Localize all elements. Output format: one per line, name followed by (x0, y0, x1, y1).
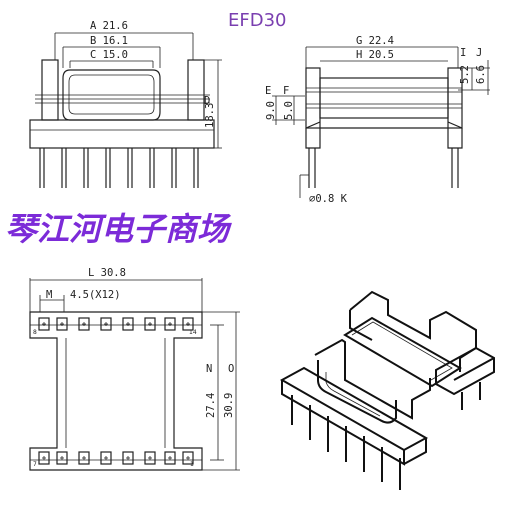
dim-M: M (46, 289, 52, 301)
pin-label-8: 8 (33, 329, 37, 336)
dim-D-value: 18.3 (204, 103, 216, 128)
dim-J-value: 6.6 (475, 65, 487, 84)
dim-O-value: 30.9 (223, 393, 235, 418)
dim-E-value: 9.0 (265, 101, 277, 120)
dim-L: L 30.8 (88, 267, 126, 279)
dim-O: O (228, 363, 234, 375)
dim-I: I (460, 47, 466, 59)
dim-N-value: 27.4 (205, 393, 217, 418)
title-label: EFD30 (228, 10, 287, 31)
front-view: A 21.6 B 16.1 C 15.0 (29, 20, 222, 188)
side-view: G 22.4 H 20.5 I J 5.2 6.6 E F 9.0 5.0 (265, 35, 490, 205)
dim-J: J (476, 47, 482, 59)
dim-D: D (204, 95, 210, 107)
dim-F-value: 5.0 (283, 101, 295, 120)
dim-G: G 22.4 (356, 35, 394, 47)
isometric-view (279, 290, 495, 490)
pin-label-14: 14 (189, 329, 197, 336)
pin-label-7: 7 (33, 461, 37, 468)
pin-row-bottom (38, 451, 194, 465)
bottom-view: L 30.8 M 4.5(X12) (29, 267, 240, 471)
dim-F: F (283, 85, 289, 97)
dim-H: H 20.5 (356, 49, 394, 61)
dim-N: N (206, 363, 212, 375)
dim-B: B 16.1 (90, 35, 128, 47)
dim-A: A 21.6 (90, 20, 128, 32)
brand-watermark: 琴江河电子商场 (5, 210, 232, 248)
pin-row-top (38, 317, 194, 331)
pin-label-1: 1 (190, 461, 194, 468)
dim-K: ⌀0.8 K (309, 193, 348, 205)
dim-C: C 15.0 (90, 49, 128, 61)
dim-E: E (265, 85, 271, 97)
dim-M-value: 4.5(X12) (70, 289, 121, 301)
